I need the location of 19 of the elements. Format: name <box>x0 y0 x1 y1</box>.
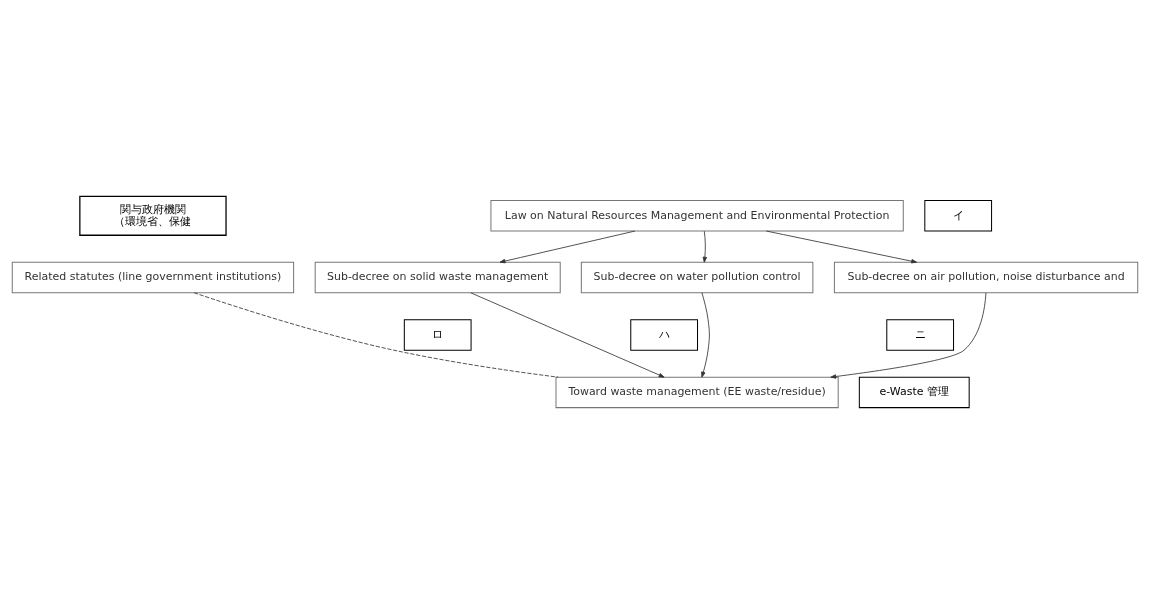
arrow <box>470 291 665 378</box>
arrow <box>765 230 918 263</box>
node-box: ロ <box>403 318 472 351</box>
node-box: ニ <box>886 318 955 351</box>
node-box: Related statutes (line government institutions) <box>11 261 295 293</box>
node-box: Sub-decree on water pollution control <box>580 261 814 293</box>
node-box: Law on Natural Resources Management and Environmental Protection <box>490 199 904 232</box>
node-box: e-Waste 管理 <box>858 376 970 408</box>
node-box: Sub-decree on solid waste management <box>314 261 561 293</box>
node-box: Toward waste management (EE waste/residue) <box>555 376 839 408</box>
node-box: イ <box>924 199 993 232</box>
node-box: 関与政府機関 （環境省、保健 <box>79 195 227 236</box>
arrow <box>701 291 710 378</box>
node-box: Sub-decree on air pollution, noise disturbance and <box>833 261 1139 293</box>
arrow <box>702 230 708 263</box>
connector <box>193 291 559 378</box>
node-box: ハ <box>630 318 699 351</box>
arrow <box>830 291 987 379</box>
arrow <box>499 230 636 263</box>
